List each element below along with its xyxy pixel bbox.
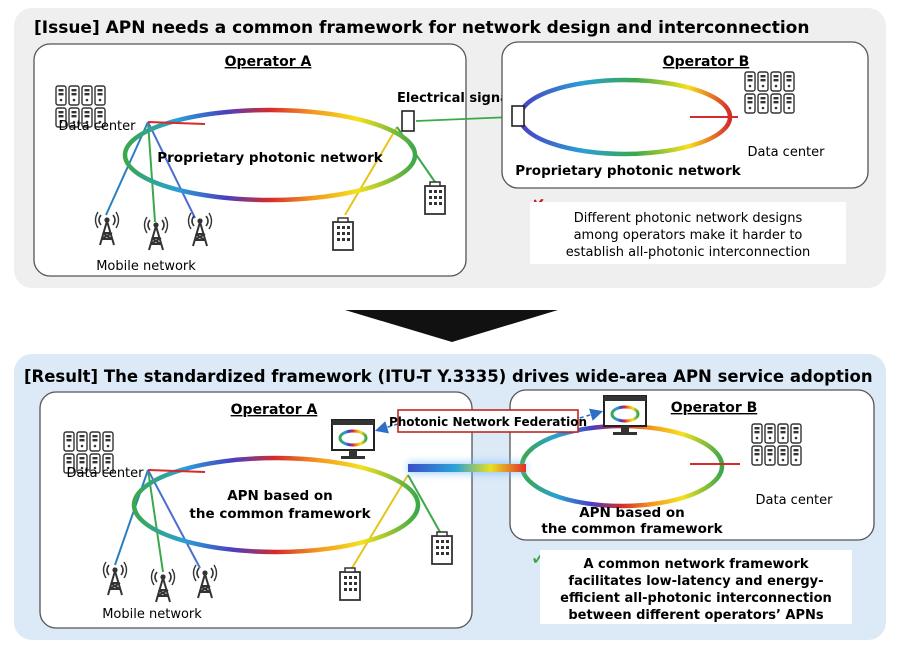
- apn-label-a-2: the common framework: [189, 506, 371, 522]
- proprietary-network-ring-a: [122, 107, 418, 203]
- transceiver-box-icon: [401, 110, 415, 132]
- benefit-box: [540, 550, 852, 624]
- apn-ring-a: [131, 455, 421, 555]
- transceiver-box-icon: [511, 105, 525, 127]
- operator-b-label: Operator B: [663, 54, 750, 70]
- office-building-icon: [431, 531, 453, 565]
- federation-box: [397, 409, 579, 433]
- data-center-label-b: Data center: [748, 145, 826, 160]
- federation-link-right: [572, 408, 604, 421]
- dc-link: [147, 121, 206, 125]
- issue-heading: [Issue] APN needs a common framework for…: [34, 18, 809, 38]
- benefit-line-3: efficient all-photonic interconnection: [560, 591, 832, 606]
- problem-box: [530, 202, 846, 264]
- result-data-center-label-b: Data center: [756, 493, 834, 508]
- benefit-line-1: A common network framework: [583, 557, 808, 572]
- result-access-fiber-links: [114, 469, 441, 573]
- mobile-network-label: Mobile network: [96, 259, 196, 274]
- problem-line-3: establish all-photonic interconnection: [566, 245, 811, 260]
- result-operator-a-label: Operator A: [231, 402, 318, 418]
- data-center-label: Data center: [59, 119, 137, 134]
- result-data-center-label: Data center: [67, 466, 145, 481]
- network-label-a: Proprietary photonic network: [157, 150, 383, 166]
- result-dc-link: [147, 469, 206, 473]
- federation-label: Photonic Network Federation: [389, 415, 587, 429]
- electrical-link: [415, 116, 513, 122]
- federation-link-left: [374, 421, 399, 434]
- network-label-b: Proprietary photonic network: [515, 163, 741, 179]
- office-building-icon: [424, 181, 446, 215]
- transition-arrow: [345, 310, 558, 342]
- all-photonic-bridge: [408, 464, 526, 472]
- office-building-icon: [332, 217, 354, 251]
- problem-line-1: Different photonic network designs: [574, 211, 803, 226]
- office-building-icon: [339, 567, 361, 601]
- problem-line-2: among operators make it harder to: [574, 228, 803, 243]
- electrical-signals-label: Electrical signals: [397, 91, 521, 106]
- result-operator-b-label: Operator B: [671, 400, 758, 416]
- apn-label-b-1: APN based on: [579, 505, 685, 521]
- result-heading: [Result] The standardized framework (ITU…: [24, 367, 873, 386]
- benefit-line-4: between different operators’ APNs: [568, 608, 824, 623]
- result-mobile-network-label: Mobile network: [102, 607, 202, 622]
- benefit-line-2: facilitates low-latency and energy-: [568, 574, 823, 589]
- apn-label-a-1: APN based on: [227, 488, 333, 504]
- apn-label-b-2: the common framework: [541, 521, 723, 537]
- operator-a-box: [33, 43, 467, 277]
- operator-a-label: Operator A: [225, 54, 312, 70]
